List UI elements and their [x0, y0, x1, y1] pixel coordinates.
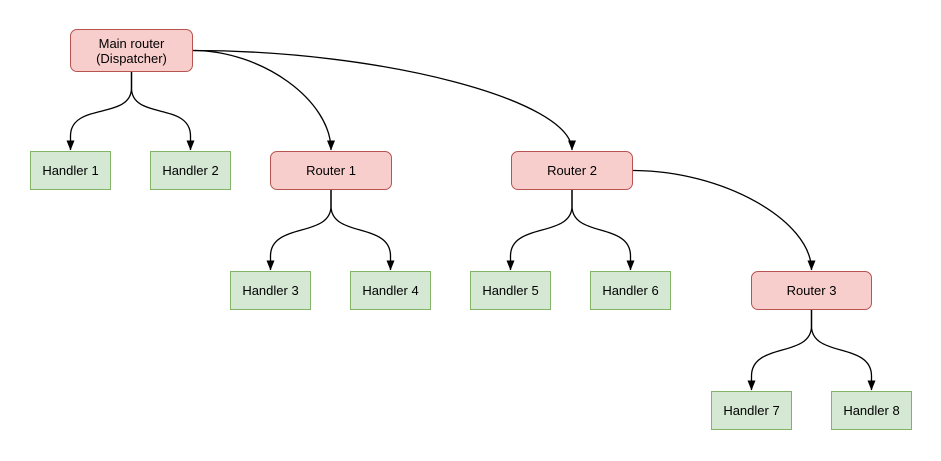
- node-handler-5: Handler 5: [470, 271, 551, 310]
- node-router-2: Router 2: [511, 151, 633, 190]
- node-router-3: Router 3: [751, 271, 872, 310]
- node-handler-2: Handler 2: [150, 151, 231, 190]
- edge-router-1-to-handler-4: [330, 190, 395, 271]
- node-main-router: Main router (Dispatcher): [70, 29, 193, 72]
- edge-router-2-to-router-3: [632, 169, 816, 271]
- edge-router-2-to-handler-6: [571, 190, 635, 271]
- edge-router-1-to-handler-3: [266, 190, 332, 271]
- edge-router-2-to-handler-5: [506, 190, 573, 271]
- node-handler-3: Handler 3: [230, 271, 311, 310]
- node-handler-8: Handler 8: [831, 391, 912, 430]
- edge-router-3-to-handler-7: [747, 310, 813, 391]
- node-handler-1: Handler 1: [30, 151, 111, 190]
- node-handler-7: Handler 7: [711, 391, 792, 430]
- node-router-1: Router 1: [270, 151, 392, 190]
- edge-main-router-to-handler-2: [130, 72, 195, 151]
- edge-router-3-to-handler-8: [810, 310, 876, 391]
- node-handler-6: Handler 6: [590, 271, 671, 310]
- edge-main-router-to-handler-1: [66, 72, 133, 151]
- node-handler-4: Handler 4: [350, 271, 431, 310]
- edge-main-router-to-router-1: [192, 49, 335, 151]
- edge-main-router-to-router-2: [192, 49, 576, 151]
